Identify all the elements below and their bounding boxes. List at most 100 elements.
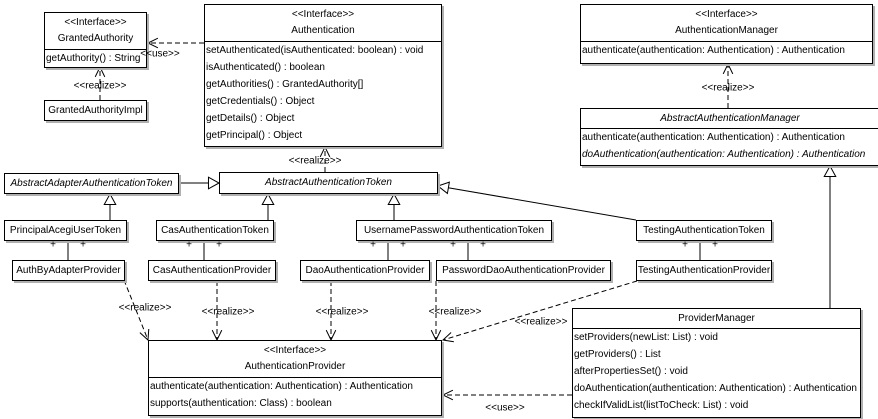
class-box-provider-manager[interactable]: ProviderManager setProviders(newList: Lis… <box>572 308 861 418</box>
class-box-cas-authentication-provider[interactable]: CasAuthenticationProvider <box>148 260 276 281</box>
class-method: setAuthenticated(isAuthenticated: boolea… <box>206 45 424 56</box>
class-method: supports(authentication: Class) : boolea… <box>150 398 332 409</box>
use-label: <<use>> <box>140 48 180 60</box>
class-name: GrantedAuthority <box>57 33 134 44</box>
class-method: afterPropertiesSet() : void <box>574 366 688 377</box>
realize-label: <<realize>> <box>428 306 482 318</box>
class-name: Authentication <box>291 25 355 36</box>
class-method: doAuthentication(authentication: Authent… <box>582 149 866 160</box>
class-box-testing-authentication-token[interactable]: TestingAuthenticationToken <box>636 220 772 241</box>
use-label: <<use>> <box>485 402 525 414</box>
class-name: CasAuthenticationProvider <box>152 265 272 276</box>
realize-auth-by-adapter-open-arrow-icon <box>139 328 150 342</box>
class-name: UsernamePasswordAuthenticationToken <box>363 225 545 236</box>
class-box-authentication-provider[interactable]: <<Interface>> AuthenticationProvider authe… <box>148 340 442 416</box>
use-provider-manager-authentication-provider-open-arrow-icon <box>441 389 454 401</box>
class-header: TestingAuthenticationToken <box>637 221 771 240</box>
class-method: getAuthorities() : GrantedAuthority[] <box>206 79 364 90</box>
class-name: ProviderManager <box>678 313 755 324</box>
class-header: DaoAuthenticationProvider <box>301 261 429 280</box>
multiplicity-label: + <box>682 239 688 251</box>
multiplicity-label: + <box>370 239 376 251</box>
realize-testing-provider-line <box>442 280 638 341</box>
realize-label: <<realize>> <box>118 302 172 314</box>
class-name: DaoAuthenticationProvider <box>305 265 425 276</box>
class-name: AuthenticationManager <box>675 25 778 36</box>
class-method: doAuthentication(authentication: Authent… <box>574 383 857 394</box>
class-box-auth-by-adapter-provider[interactable]: AuthByAdapterProvider <box>12 260 125 281</box>
class-stereotype: <<Interface>> <box>263 345 327 356</box>
multiplicity-label: + <box>50 239 56 251</box>
class-method: authenticate(authentication: Authenticat… <box>582 132 845 143</box>
class-box-abstract-authentication-manager[interactable]: AbstractAuthenticationManager authenticat… <box>580 108 878 166</box>
class-method: authenticate(authentication: Authenticat… <box>150 381 413 392</box>
class-header: ProviderManager <box>573 309 860 329</box>
class-name: AbstractAdapterAuthenticationToken <box>10 178 173 189</box>
class-header: <<Interface>> AuthenticationProvider <box>149 341 441 378</box>
class-method: authenticate(authentication: Authenticat… <box>582 45 845 56</box>
realize-testing-provider-open-arrow-icon <box>441 332 454 343</box>
class-header: UsernamePasswordAuthenticationToken <box>357 221 551 240</box>
class-header: PrincipalAcegiUserToken <box>5 221 126 240</box>
class-method: getCredentials() : Object <box>206 96 315 107</box>
class-header: <<Interface>>AuthenticationManager <box>581 5 872 42</box>
class-box-cas-authentication-token[interactable]: CasAuthenticationToken <box>156 220 274 241</box>
class-stereotype: <<Interface>> <box>64 17 127 28</box>
realize-label: <<realize>> <box>514 316 568 328</box>
class-box-username-password-authentication-token[interactable]: UsernamePasswordAuthenticationToken <box>356 220 552 241</box>
class-header: PasswordDaoAuthenticationProvider <box>437 261 610 280</box>
multiplicity-label: + <box>216 239 222 251</box>
class-box-granted-authority-impl[interactable]: GrantedAuthorityImpl <box>44 100 147 121</box>
class-method: getDetails() : Object <box>206 113 295 124</box>
class-header: AbstractAdapterAuthenticationToken <box>5 174 178 193</box>
class-name: AuthByAdapterProvider <box>16 265 121 276</box>
class-name: GrantedAuthorityImpl <box>48 105 143 116</box>
class-box-principal-acegi-user-token[interactable]: PrincipalAcegiUserToken <box>4 220 127 241</box>
class-header: CasAuthenticationToken <box>157 221 273 240</box>
class-name: PasswordDaoAuthenticationProvider <box>442 265 605 276</box>
class-method: getAuthority() : String <box>46 53 141 64</box>
inherit-testing-token-line <box>437 185 637 221</box>
realize-label: <<realize>> <box>701 82 755 94</box>
class-header: <<Interface>> Authentication <box>205 5 441 42</box>
class-name: TestingAuthenticationToken <box>643 225 765 236</box>
class-method: getProviders() : List <box>574 349 661 360</box>
class-method: setProviders(newList: List) : void <box>574 332 718 343</box>
inherit-username-password-generalization-arrow-icon <box>387 192 401 206</box>
class-box-password-dao-authentication-provider[interactable]: PasswordDaoAuthenticationProvider <box>436 260 611 281</box>
multiplicity-label: + <box>480 239 486 251</box>
class-box-dao-authentication-provider[interactable]: DaoAuthenticationProvider <box>300 260 430 281</box>
class-box-authentication[interactable]: <<Interface>> Authentication setAuthentica… <box>204 4 442 147</box>
inherit-cas-token-generalization-arrow-icon <box>261 192 275 206</box>
class-header: TestingAuthenticationProvider <box>637 261 771 280</box>
class-name: TestingAuthenticationProvider <box>637 265 771 276</box>
inherit-principal-acegi-generalization-arrow-icon <box>103 192 117 206</box>
class-box-testing-authentication-provider[interactable]: TestingAuthenticationProvider <box>636 260 772 281</box>
realize-label: <<realize>> <box>201 306 255 318</box>
class-header: <<Interface>> GrantedAuthority <box>45 13 146 50</box>
realize-label: <<realize>> <box>73 80 127 92</box>
class-name: AbstractAuthenticationToken <box>265 177 392 188</box>
class-stereotype: <<Interface>> <box>291 9 355 20</box>
use-authentication-granted-authority-open-arrow-icon <box>146 37 159 49</box>
multiplicity-label: + <box>712 239 718 251</box>
class-box-authentication-manager[interactable]: <<Interface>>AuthenticationManager authen… <box>580 4 873 64</box>
class-header: GrantedAuthorityImpl <box>45 101 146 120</box>
realize-label: <<realize>> <box>315 306 369 318</box>
class-header: AuthByAdapterProvider <box>13 261 124 280</box>
class-method: isAuthenticated() : boolean <box>206 62 325 73</box>
class-name: PrincipalAcegiUserToken <box>9 225 122 236</box>
class-box-abstract-adapter-authentication-token[interactable]: AbstractAdapterAuthenticationToken <box>4 173 179 194</box>
realize-auth-by-adapter-line <box>123 279 149 341</box>
class-method: getPrincipal() : Object <box>206 130 303 141</box>
class-name: AbstractAuthenticationManager <box>660 113 800 124</box>
inherit-provider-manager-generalization-arrow-icon <box>823 164 837 178</box>
class-header: AbstractAuthenticationToken <box>220 173 437 193</box>
realize-authentication-manager-open-arrow-icon <box>722 62 734 75</box>
class-header: CasAuthenticationProvider <box>149 261 275 280</box>
class-box-abstract-authentication-token[interactable]: AbstractAuthenticationToken <box>219 172 438 194</box>
inherit-abstract-adapter-generalization-arrow-icon <box>207 176 221 190</box>
inherit-testing-token-generalization-arrow-icon <box>436 181 450 195</box>
class-name: AuthenticationProvider <box>244 361 346 372</box>
class-box-granted-authority[interactable]: <<Interface>> GrantedAuthority getAuthorit… <box>44 12 147 68</box>
